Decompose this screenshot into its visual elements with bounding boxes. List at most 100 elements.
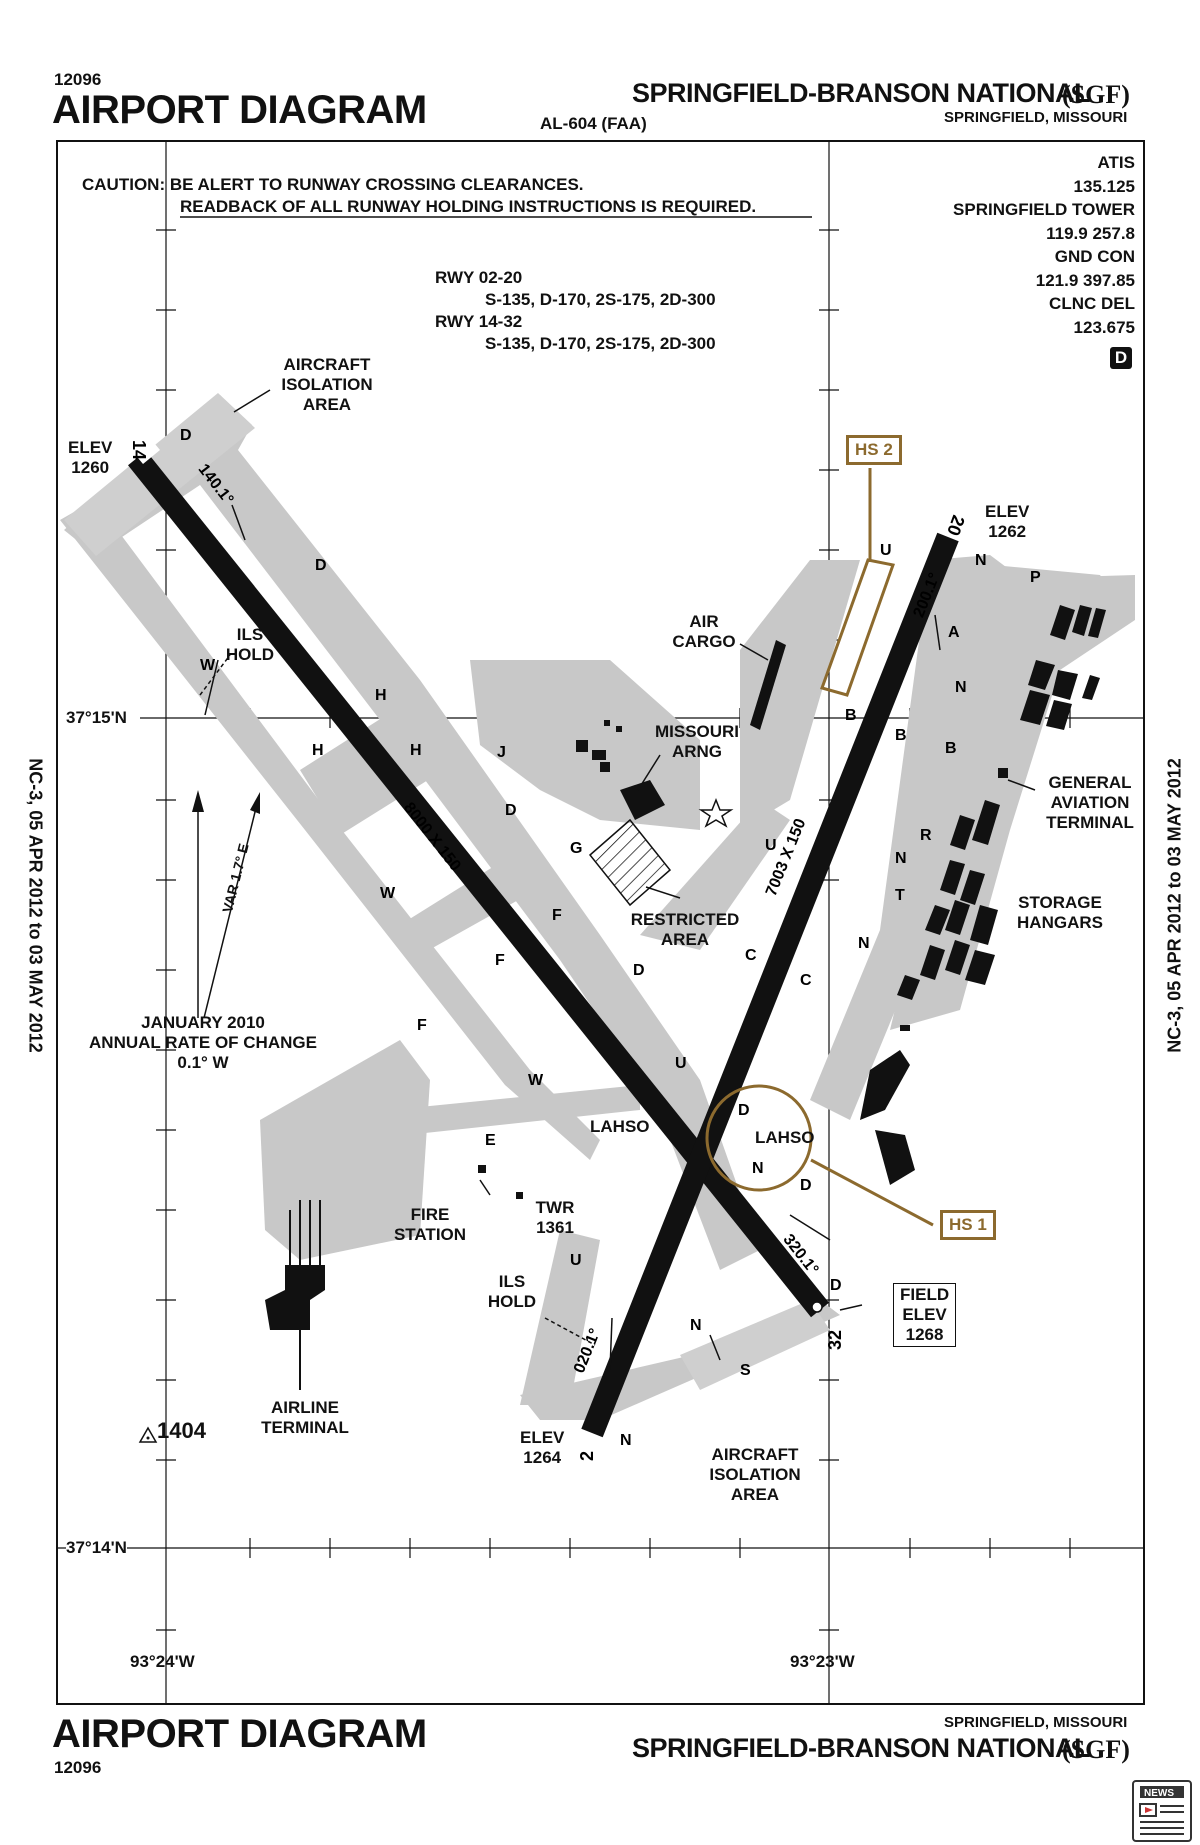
rate-line-1: JANUARY 2010 bbox=[141, 1013, 265, 1032]
lon-west-label: 93°24'W bbox=[130, 1652, 195, 1671]
buildings bbox=[265, 605, 1106, 1330]
twy-d-4: D bbox=[633, 962, 645, 979]
lat-north-label: 37°15'N bbox=[66, 708, 127, 728]
twy-t: T bbox=[895, 887, 905, 904]
footer-chart-number: 12096 bbox=[54, 1758, 102, 1777]
rwy-14-32-label: RWY 14-32 bbox=[435, 312, 523, 331]
twy-d-7: D bbox=[830, 1277, 842, 1294]
footer-title: AIRPORT DIAGRAM bbox=[52, 1712, 427, 1756]
rate-of-change: JANUARY 2010 ANNUAL RATE OF CHANGE 0.1° … bbox=[78, 1013, 328, 1073]
rwy-end-2: 2 bbox=[577, 1451, 597, 1461]
magnetic-north-arrow bbox=[203, 807, 257, 1019]
rwy-end-14: 14 bbox=[129, 440, 149, 460]
footer-city-state: SPRINGFIELD, MISSOURI bbox=[944, 1714, 1128, 1731]
twy-d-1: D bbox=[180, 427, 192, 444]
label-air-cargo: AIR CARGO bbox=[672, 612, 736, 651]
twy-d-5: D bbox=[738, 1102, 750, 1119]
label-general-aviation: GENERAL AVIATION TERMINAL bbox=[1046, 773, 1134, 832]
twy-n-2: N bbox=[955, 679, 967, 696]
magnetic-north-arrowhead bbox=[250, 792, 260, 814]
twy-p: P bbox=[1030, 569, 1041, 586]
rate-line-3: 0.1° W bbox=[177, 1053, 229, 1072]
twy-g: G bbox=[570, 840, 582, 857]
freq-gnd-label: GND CON bbox=[1054, 247, 1135, 266]
label-aircraft-isolation-s: AIRCRAFT ISOLATION AREA bbox=[709, 1445, 801, 1504]
elev-20: ELEV 1262 bbox=[985, 502, 1029, 542]
taxiway-labels: D D D D D D D W W W H H H F F F J G E U … bbox=[180, 427, 1041, 1449]
elev-14-value: 1260 bbox=[71, 458, 110, 477]
elev-2: ELEV 1264 bbox=[520, 1428, 564, 1468]
label-ils-hold-nw: ILS HOLD bbox=[225, 625, 275, 664]
label-restricted-area: RESTRICTED AREA bbox=[630, 910, 740, 949]
twy-c-1: C bbox=[745, 947, 757, 964]
twy-d-6: D bbox=[800, 1177, 812, 1194]
label-fire-station: FIRE STATION bbox=[393, 1205, 467, 1244]
chart-title: AIRPORT DIAGRAM bbox=[52, 88, 427, 132]
hotspot-1-circle bbox=[705, 1084, 813, 1192]
twy-d-2: D bbox=[315, 557, 327, 574]
label-storage-hangars: STORAGE HANGARS bbox=[1017, 893, 1103, 932]
twy-h-3: H bbox=[410, 742, 422, 759]
frequency-list: ATIS 135.125 SPRINGFIELD TOWER 119.9 257… bbox=[880, 151, 1135, 339]
twy-f-3: F bbox=[417, 1017, 427, 1034]
freq-tower: 119.9 257.8 bbox=[1046, 223, 1135, 243]
d-symbol-icon: D bbox=[1110, 347, 1132, 369]
elev-14: ELEV 1260 bbox=[68, 438, 112, 478]
twy-n-7: N bbox=[620, 1432, 632, 1449]
chart-number: 12096 bbox=[54, 70, 102, 89]
twy-u-1: U bbox=[880, 542, 892, 559]
hotspot-1-label: HS 1 bbox=[940, 1210, 996, 1240]
twy-s: S bbox=[740, 1362, 751, 1379]
runway-02-20 bbox=[581, 532, 959, 1438]
twy-f-1: F bbox=[552, 907, 562, 924]
threshold-14 bbox=[133, 438, 160, 464]
runway-32-end-marker bbox=[811, 1301, 823, 1313]
isolation-area-s bbox=[680, 1300, 830, 1390]
freq-atis-label: ATIS bbox=[1097, 153, 1135, 172]
airport-id: (SGF) bbox=[1062, 80, 1130, 109]
label-lahso-2: LAHSO bbox=[755, 1128, 815, 1147]
freq-gnd: 121.9 397.85 bbox=[1035, 270, 1135, 290]
news-icon: NEWS bbox=[1139, 1786, 1184, 1835]
twy-u-2: U bbox=[765, 837, 777, 854]
elev-20-label: ELEV bbox=[985, 502, 1030, 521]
svg-text:NEWS: NEWS bbox=[1144, 1788, 1174, 1799]
news-badge-icon[interactable]: NEWS bbox=[1132, 1780, 1192, 1842]
al-number: AL-604 (FAA) bbox=[540, 114, 647, 133]
label-missouri-arng: MISSOURI ARNG bbox=[654, 722, 740, 761]
elev-2-label: ELEV bbox=[520, 1428, 565, 1447]
beacon-icon bbox=[698, 797, 734, 828]
label-lahso-1: LAHSO bbox=[590, 1117, 650, 1136]
leader-lines bbox=[199, 389, 1036, 1380]
twy-h-2: H bbox=[312, 742, 324, 759]
freq-tower-label: SPRINGFIELD TOWER bbox=[953, 200, 1135, 219]
lat-south-label: 37°14'N bbox=[66, 1538, 127, 1558]
rwy-end-20: 20 bbox=[943, 513, 969, 539]
rwy-02-20-label: RWY 02-20 bbox=[435, 268, 523, 287]
rwy-end-32: 32 bbox=[825, 1330, 845, 1350]
twy-u-4: U bbox=[570, 1252, 582, 1269]
twy-n-3: N bbox=[895, 850, 907, 867]
twy-w-2: W bbox=[380, 885, 396, 902]
twy-c-2: C bbox=[800, 972, 812, 989]
hotspot-1-leader bbox=[810, 1158, 934, 1227]
twy-n-6: N bbox=[690, 1317, 702, 1334]
obstacle-icon bbox=[138, 1426, 158, 1443]
map-frame bbox=[56, 140, 1145, 1705]
rwy-14-32-strength: S-135, D-170, 2S-175, 2D-300 bbox=[485, 334, 716, 353]
label-airline-terminal: AIRLINE TERMINAL bbox=[261, 1398, 349, 1437]
hotspot-2-label: HS 2 bbox=[846, 435, 902, 465]
city-state: SPRINGFIELD, MISSOURI bbox=[944, 109, 1128, 126]
field-elev-line-1: FIELD bbox=[900, 1285, 950, 1304]
twy-b-3: B bbox=[945, 740, 957, 757]
twy-a: A bbox=[948, 624, 960, 641]
twy-b-1: B bbox=[845, 707, 857, 724]
twy-b-2: B bbox=[895, 727, 907, 744]
footer-airport-id: (SGF) bbox=[1062, 1735, 1130, 1764]
elev-20-value: 1262 bbox=[988, 522, 1027, 541]
rwy-02-20-strength: S-135, D-170, 2S-175, 2D-300 bbox=[485, 290, 716, 309]
label-tower: TWR 1361 bbox=[535, 1198, 575, 1237]
footer-airport-name: SPRINGFIELD-BRANSON NATIONAL bbox=[632, 1733, 1091, 1763]
twy-r: R bbox=[920, 827, 932, 844]
